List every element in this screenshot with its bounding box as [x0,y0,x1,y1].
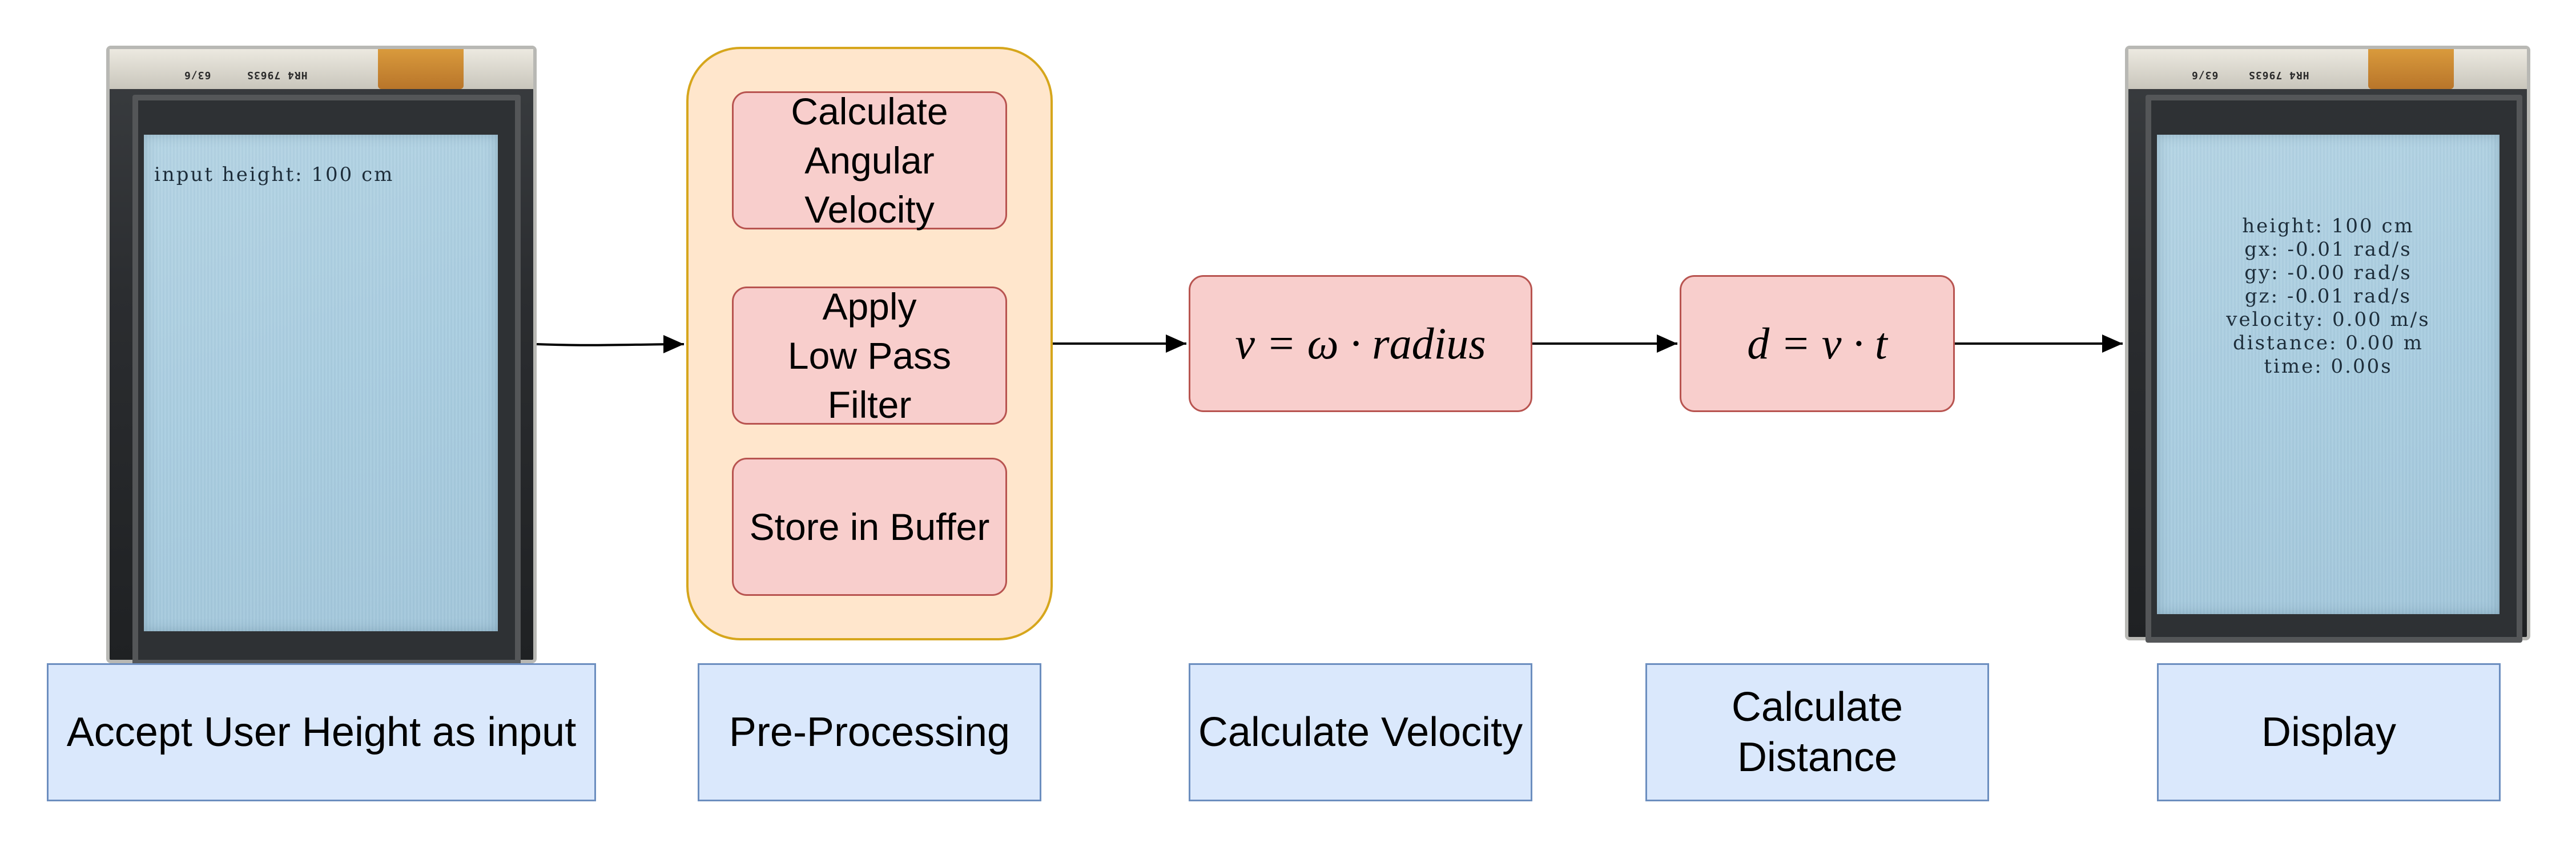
readout-height: height: 100 cm [2242,215,2414,237]
input-device-photo: HR4 7963S 63/6 input height: 100 cm [106,46,537,666]
lcd-bezel: height: 100 cm gx: -0.01 rad/s gy: -0.00… [2146,95,2522,643]
readout-time: time: 0.00s [2264,355,2393,378]
sensor-readout: height: 100 cm gx: -0.01 rad/s gy: -0.00… [2157,215,2499,378]
flex-connector [378,49,464,89]
lcd-screen: input height: 100 cm [144,135,498,631]
distance-formula: d = v · t [1747,318,1887,368]
readout-distance: distance: 0.00 m [2232,332,2424,354]
lcd-bezel: input height: 100 cm [132,95,521,666]
stage-label-velocity-text: Calculate Velocity [1198,709,1523,755]
readout-velocity: velocity: 0.00 m/s [2226,308,2430,331]
device-header-strip [2128,49,2527,89]
distance-formula-box: d = v · t [1680,275,1955,412]
low-pass-filter-label: Apply Low Pass Filter [787,285,952,426]
input-height-text: input height: 100 cm [154,163,395,186]
readout-gy: gy: -0.00 rad/s [2244,261,2412,284]
store-buffer-label: Store in Buffer [749,506,990,548]
flex-connector [2368,49,2454,89]
lcd-screen: height: 100 cm gx: -0.01 rad/s gy: -0.00… [2157,135,2499,614]
stage-label-preprocessing-text: Pre-Processing [728,709,1011,755]
stage-label-velocity: Calculate Velocity [1189,663,1532,801]
velocity-formula-box: v = ω · radius [1189,275,1532,412]
velocity-formula: v = ω · radius [1235,318,1486,368]
stage-label-input-text: Accept User Height as input [66,709,577,755]
readout-gz: gz: -0.01 rad/s [2244,285,2412,308]
calc-angular-velocity-box: Calculate Angular Velocity [732,90,1007,231]
stage-label-preprocessing: Pre-Processing [698,663,1041,801]
stage-label-distance-text: Calculate Distance [1731,684,1903,780]
display-device-photo: HR4 7963S 63/6 height: 100 cm gx: -0.01 … [2125,46,2530,643]
stage-label-display: Display [2157,663,2501,801]
stage-label-distance: Calculate Distance [1645,663,1989,801]
stage-label-input: Accept User Height as input [47,663,596,801]
stage-label-display-text: Display [2261,709,2397,755]
low-pass-filter-box: Apply Low Pass Filter [732,285,1007,426]
store-buffer-box: Store in Buffer [732,458,1007,596]
readout-gx: gx: -0.01 rad/s [2244,238,2412,261]
arrow-input-to-preprocessing [536,335,685,354]
calc-angular-velocity-label: Calculate Angular Velocity [791,90,948,231]
